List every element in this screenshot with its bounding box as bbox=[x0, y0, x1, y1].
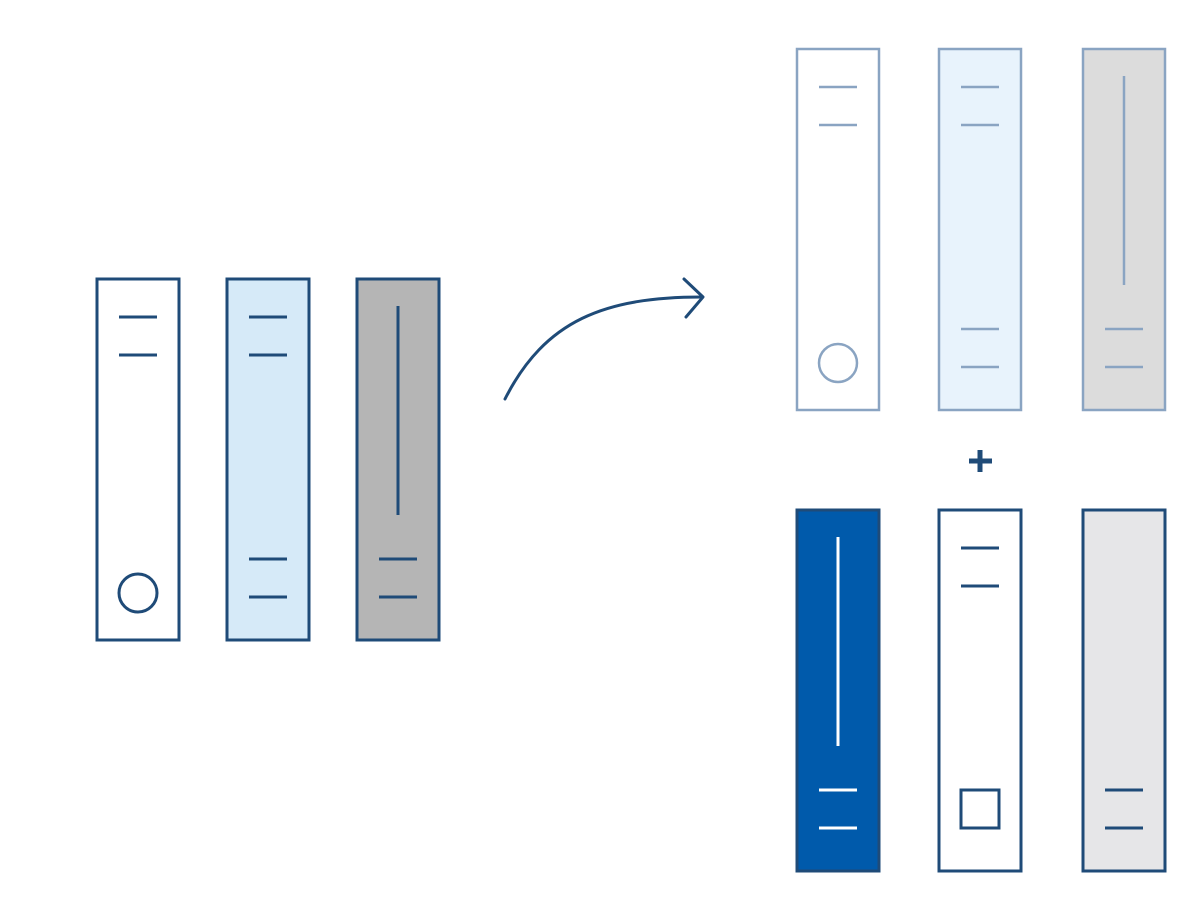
binder-spine bbox=[225, 277, 311, 642]
original-binders bbox=[95, 277, 441, 642]
finger-hole-icon bbox=[817, 342, 859, 384]
arrow-head bbox=[682, 277, 705, 319]
binder-1 bbox=[795, 508, 881, 873]
plus-icon bbox=[969, 450, 992, 472]
curved-arrow-icon bbox=[503, 277, 705, 401]
binder-spine bbox=[937, 508, 1023, 873]
binder-2 bbox=[937, 47, 1023, 412]
arrow-shaft bbox=[503, 295, 704, 401]
binder-3 bbox=[1081, 508, 1167, 873]
binder-3 bbox=[355, 277, 441, 642]
binder-2 bbox=[937, 508, 1023, 873]
binder-1 bbox=[95, 277, 181, 642]
label-square-icon bbox=[959, 788, 1001, 830]
faded-binders bbox=[795, 47, 1167, 412]
binder-spine bbox=[95, 277, 181, 642]
finger-hole-icon bbox=[117, 572, 159, 614]
binder-1 bbox=[795, 47, 881, 412]
binder-3 bbox=[1081, 47, 1167, 412]
new-binders bbox=[795, 508, 1167, 873]
binder-spine bbox=[937, 47, 1023, 412]
binder-2 bbox=[225, 277, 311, 642]
binder-spine bbox=[795, 47, 881, 412]
binder-spine bbox=[1081, 508, 1167, 873]
